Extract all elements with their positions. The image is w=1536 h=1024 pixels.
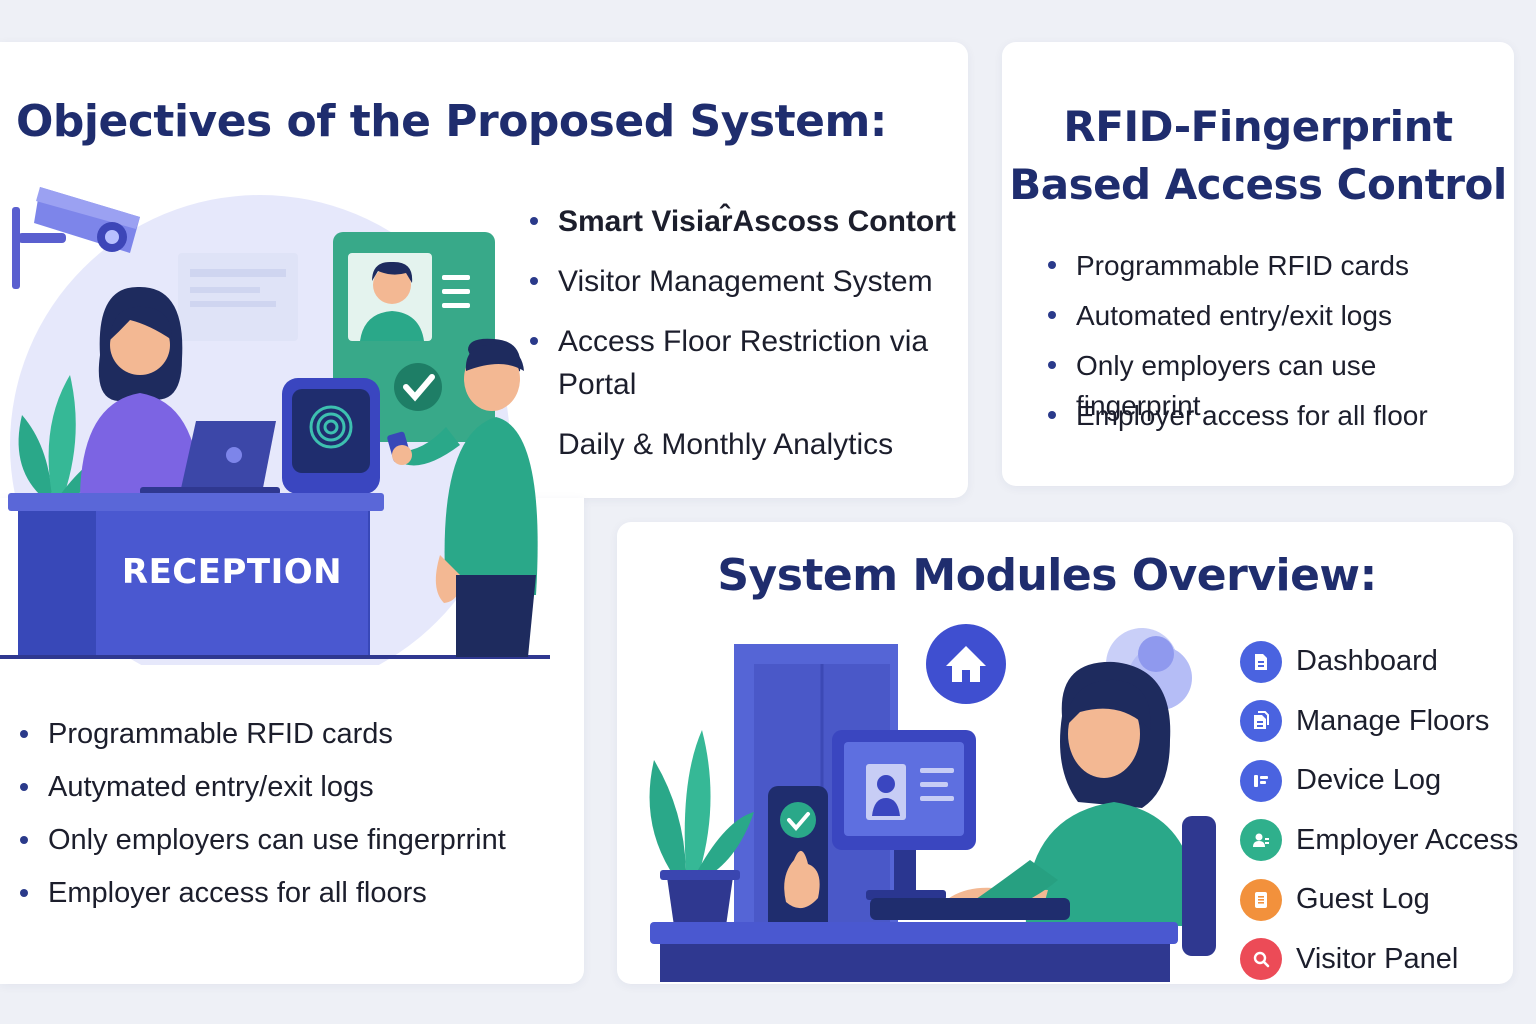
floors-icon bbox=[1240, 700, 1282, 743]
feature-item: Only employers can use fingerprrint bbox=[18, 820, 578, 873]
feature-item: Programmable RFID cards bbox=[18, 714, 578, 767]
features-list: Programmable RFID cards Autymated entry/… bbox=[18, 714, 578, 926]
rfid-feature-item: Programmable RFID cards bbox=[1046, 246, 1506, 296]
rfid-title-line2: Based Access Control bbox=[1009, 160, 1507, 209]
device-log-icon bbox=[1240, 759, 1282, 802]
module-label: Dashboard bbox=[1296, 645, 1438, 678]
modules-list: Dashboard Manage Floors Device Log Emplo… bbox=[1240, 632, 1530, 989]
reception-sign: RECEPTION bbox=[121, 552, 343, 592]
modules-title: System Modules Overview: bbox=[717, 550, 1377, 601]
module-item-guest-log[interactable]: Guest Log bbox=[1240, 870, 1530, 930]
objectives-title: Objectives of the Proposed System: bbox=[16, 96, 887, 147]
guest-log-icon bbox=[1240, 878, 1282, 921]
home-icon bbox=[926, 624, 1006, 704]
objective-item: Visitor Management System bbox=[528, 260, 958, 303]
objective-item: Smart Visiar̂Ascoss Contort bbox=[528, 200, 958, 243]
rfid-panel bbox=[1002, 42, 1514, 486]
reception-illustration bbox=[0, 187, 550, 665]
module-item-dashboard[interactable]: Dashboard bbox=[1240, 632, 1530, 692]
employer-access-icon bbox=[1240, 819, 1282, 862]
module-label: Guest Log bbox=[1296, 883, 1430, 916]
objectives-list: Smart Visiar̂Ascoss Contort Visitor Mana… bbox=[528, 200, 958, 483]
module-label: Employer Access bbox=[1296, 823, 1519, 856]
feature-item: Employer access for all floors bbox=[18, 873, 578, 926]
module-item-device-log[interactable]: Device Log bbox=[1240, 751, 1530, 811]
module-label: Manage Floors bbox=[1296, 704, 1490, 737]
rfid-feature-item: Employer access for all floor bbox=[1046, 396, 1506, 446]
rfid-title: RFID-Fingerprint Based Access Control bbox=[1002, 98, 1514, 214]
visitor-search-icon bbox=[1240, 938, 1282, 981]
objective-item: Access Floor Restriction via Portal bbox=[528, 320, 958, 406]
objective-item: Daily & Monthly Analytics bbox=[558, 428, 894, 461]
rfid-feature-item: Only employers can use fingerprint bbox=[1046, 346, 1506, 421]
operator-illustration bbox=[649, 624, 1216, 982]
security-camera-icon bbox=[12, 187, 140, 289]
module-label: Device Log bbox=[1296, 764, 1442, 797]
dashboard-icon bbox=[1240, 640, 1282, 683]
module-label: Visitor Panel bbox=[1296, 942, 1459, 975]
module-item-employer-access[interactable]: Employer Access bbox=[1240, 811, 1530, 871]
module-item-visitor-panel[interactable]: Visitor Panel bbox=[1240, 930, 1530, 990]
rfid-feature-list: Programmable RFID cards Automated entry/… bbox=[1046, 246, 1506, 446]
feature-item: Autymated entry/exit logs bbox=[18, 767, 578, 820]
rfid-title-line1: RFID-Fingerprint bbox=[1063, 102, 1453, 151]
module-item-manage-floors[interactable]: Manage Floors bbox=[1240, 692, 1530, 752]
rfid-feature-item: Automated entry/exit logs bbox=[1046, 296, 1506, 346]
